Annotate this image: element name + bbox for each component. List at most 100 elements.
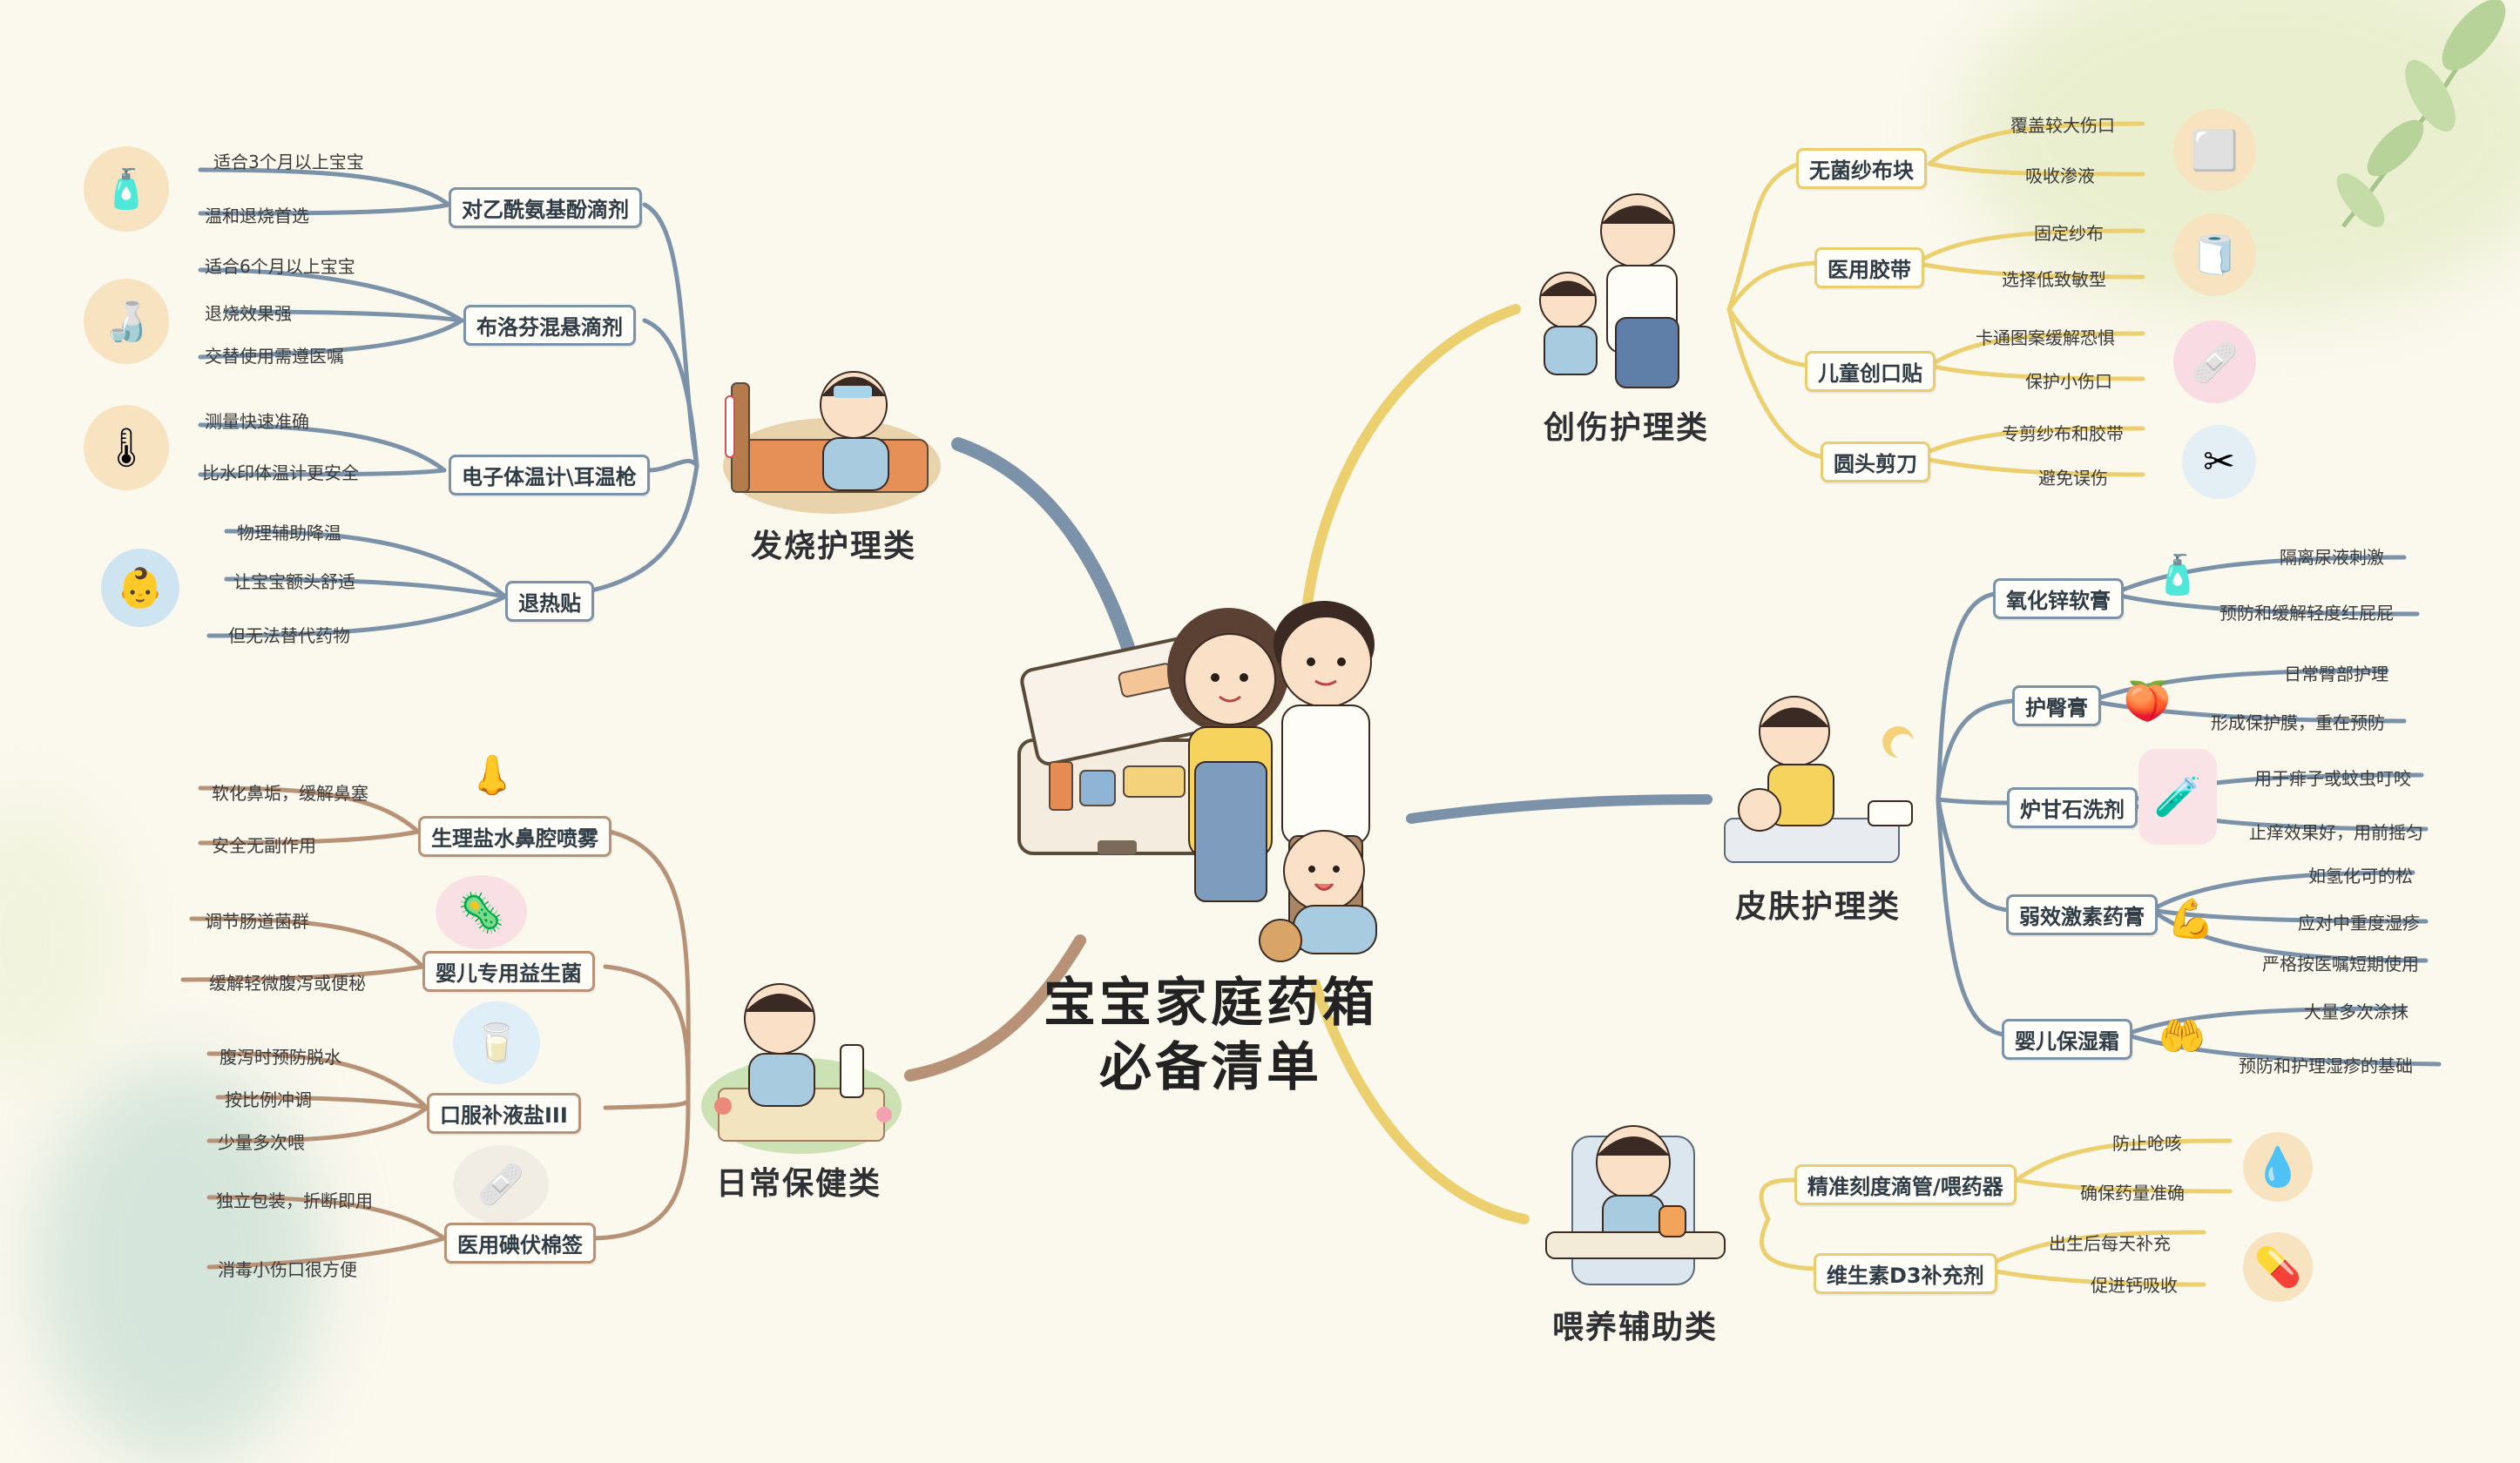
- leaf-skin-1-1: 形成保护膜，重在预防: [2211, 712, 2385, 733]
- item-zinc-ointment: 氧化锌软膏: [1993, 578, 2124, 619]
- baby-figure: [1259, 830, 1377, 962]
- leaf-wound-0-0: 覆盖较大伤口: [2010, 115, 2115, 136]
- item-oral-rehydration: 口服补液盐III: [427, 1093, 581, 1134]
- moisturizer-icon: 🤲: [2158, 1015, 2206, 1059]
- feeding-scene-illustration: [1537, 1102, 1733, 1298]
- cotton-swab-icon: 🩹: [453, 1145, 549, 1224]
- leaf-fever-2-1: 比水印体温计更安全: [202, 462, 359, 483]
- leaf-skin-0-0: 隔离尿液刺激: [2280, 547, 2384, 568]
- leaf-daily-3-0: 独立包装，折断即用: [216, 1190, 373, 1211]
- leaf-daily-0-1: 安全无副作用: [212, 835, 316, 856]
- leaf-wound-3-0: 专剪纱布和胶带: [2002, 423, 2124, 444]
- zinc-ointment-icon: 🧴: [2153, 553, 2202, 597]
- leaf-feeding-1-0: 出生后每天补充: [2049, 1233, 2171, 1254]
- leaf-skin-3-0: 如氢化可的松: [2308, 866, 2413, 887]
- item-acetaminophen: 对乙酰氨基酚滴剂: [449, 187, 642, 228]
- dropper-bottle-icon: 🧴: [84, 146, 169, 232]
- daily-scene-illustration: [697, 958, 906, 1154]
- category-fever-label: 发烧护理类: [751, 529, 917, 564]
- item-dropper-feeder: 精准刻度滴管/喂药器: [1794, 1164, 2017, 1205]
- leaf-fever-1-2: 交替使用需遵医嘱: [205, 346, 344, 367]
- leaf-daily-0-0: 软化鼻垢，缓解鼻塞: [212, 783, 368, 804]
- leaf-daily-2-0: 腹泻时预防脱水: [220, 1047, 341, 1068]
- leaf-skin-0-1: 预防和缓解轻度红屁屁: [2219, 603, 2394, 624]
- leaf-daily-2-1: 按比例冲调: [225, 1089, 312, 1110]
- category-feeding-label: 喂养辅助类: [1552, 1310, 1719, 1345]
- cooling-patch-icon: 👶: [101, 549, 179, 627]
- leaf-fever-3-2: 但无法替代药物: [228, 625, 350, 646]
- leaf-skin-1-0: 日常臀部护理: [2284, 664, 2388, 684]
- leaf-daily-3-1: 消毒小伤口很方便: [218, 1259, 357, 1280]
- leaf-daily-1-1: 缓解轻微腹泻或便秘: [209, 973, 366, 994]
- calamine-bottle-icon: 🧪: [2138, 749, 2217, 845]
- diaper-cream-icon: 🍑: [2123, 679, 2172, 724]
- gauze-icon: ⬜: [2173, 109, 2256, 192]
- item-steroid-cream: 弱效激素药膏: [2006, 894, 2158, 935]
- leaf-sprig-decoration: [2336, 0, 2506, 228]
- leaf-skin-3-1: 应对中重度湿疹: [2298, 913, 2420, 934]
- scissors-icon: ✂: [2182, 425, 2256, 499]
- leaf-fever-3-0: 物理辅助降温: [237, 522, 341, 543]
- item-probiotics: 婴儿专用益生菌: [422, 951, 595, 992]
- leaf-fever-1-1: 退烧效果强: [205, 303, 292, 324]
- trunk-wound: [1301, 304, 1521, 615]
- leaf-wound-2-0: 卡通图案缓解恐惧: [1976, 327, 2115, 348]
- item-sterile-gauze: 无菌纱布块: [1796, 148, 1927, 189]
- central-title-line1: 宝宝家庭药箱: [1044, 973, 1378, 1034]
- bandage-icon: 🩹: [2173, 320, 2256, 403]
- tape-roll-icon: 🧻: [2173, 213, 2256, 296]
- leaf-skin-4-0: 大量多次涂抹: [2304, 1001, 2409, 1022]
- leaf-fever-0-0: 适合3个月以上宝宝: [213, 152, 364, 172]
- central-title-line2: 必备清单: [1099, 1037, 1322, 1098]
- item-kids-bandaid: 儿童创口贴: [1805, 351, 1936, 392]
- item-medical-tape: 医用胶带: [1814, 247, 1924, 288]
- item-calamine-lotion: 炉甘石洗剂: [2007, 787, 2138, 828]
- item-cooling-patch: 退热贴: [505, 581, 594, 622]
- item-ibuprofen: 布洛芬混悬滴剂: [463, 305, 636, 346]
- leaf-daily-2-2: 少量多次喂: [218, 1132, 305, 1153]
- medicine-dropper-icon: 💧: [2243, 1132, 2313, 1202]
- item-vitamin-d3: 维生素D3补充剂: [1814, 1253, 1997, 1294]
- category-wound-label: 创伤护理类: [1544, 410, 1710, 446]
- leaf-feeding-0-0: 防止呛咳: [2112, 1133, 2182, 1154]
- leaf-wound-0-1: 吸收渗液: [2025, 165, 2095, 186]
- syrup-bottle-icon: 🍶: [84, 279, 169, 364]
- steroid-cream-icon: 💪: [2166, 897, 2215, 941]
- thermometer-icon: 🌡: [84, 405, 169, 490]
- item-baby-moisturizer: 婴儿保湿霜: [2002, 1019, 2132, 1060]
- leaf-skin-2-0: 用于痱子或蚊虫叮咬: [2254, 768, 2411, 789]
- probiotic-icon: 🦠: [436, 875, 527, 949]
- item-iodine-swab: 医用碘伏棉签: [444, 1223, 596, 1264]
- mother-figure: [1167, 608, 1289, 902]
- fever-scene-illustration: [719, 335, 945, 514]
- item-thermometer: 电子体温计\耳温枪: [449, 455, 650, 496]
- leaf-wound-1-0: 固定纱布: [2034, 223, 2104, 244]
- leaf-fever-0-1: 温和退烧首选: [205, 206, 309, 226]
- leaf-wound-1-1: 选择低致敏型: [2002, 269, 2106, 290]
- item-round-scissors: 圆头剪刀: [1821, 442, 1930, 482]
- leaf-fever-1-0: 适合6个月以上宝宝: [205, 256, 355, 277]
- category-daily-label: 日常保健类: [716, 1166, 882, 1202]
- central-family-illustration: [1002, 575, 1437, 975]
- leaf-feeding-1-1: 促进钙吸收: [2091, 1275, 2178, 1296]
- central-title: 宝宝家庭药箱 必备清单: [1028, 971, 1394, 1100]
- leaf-skin-3-2: 严格按医嘱短期使用: [2262, 954, 2419, 974]
- leaf-wound-2-1: 保护小伤口: [2025, 371, 2112, 392]
- leaf-feeding-0-1: 确保药量准确: [2080, 1183, 2185, 1203]
- leaf-skin-4-1: 预防和护理湿疹的基础: [2239, 1055, 2413, 1076]
- item-saline-spray: 生理盐水鼻腔喷雾: [418, 816, 611, 857]
- leaf-daily-1-0: 调节肠道菌群: [205, 911, 309, 932]
- category-skin-label: 皮肤护理类: [1735, 889, 1902, 925]
- oral-rehydration-icon: 🥛: [453, 1001, 540, 1084]
- leaf-fever-3-1: 让宝宝额头舒适: [233, 571, 355, 592]
- item-diaper-cream: 护臀膏: [2012, 685, 2101, 726]
- wound-scene-illustration: [1520, 187, 1720, 401]
- leaf-skin-2-1: 止痒效果好，用前摇匀: [2249, 822, 2423, 843]
- medicine-box-icon: [1017, 637, 1213, 855]
- trunk-daily: [904, 934, 1086, 1082]
- skin-scene-illustration: [1720, 679, 1929, 880]
- trunk-feeding: [1310, 979, 1530, 1224]
- family-medicine-box-drawing: [1017, 601, 1377, 962]
